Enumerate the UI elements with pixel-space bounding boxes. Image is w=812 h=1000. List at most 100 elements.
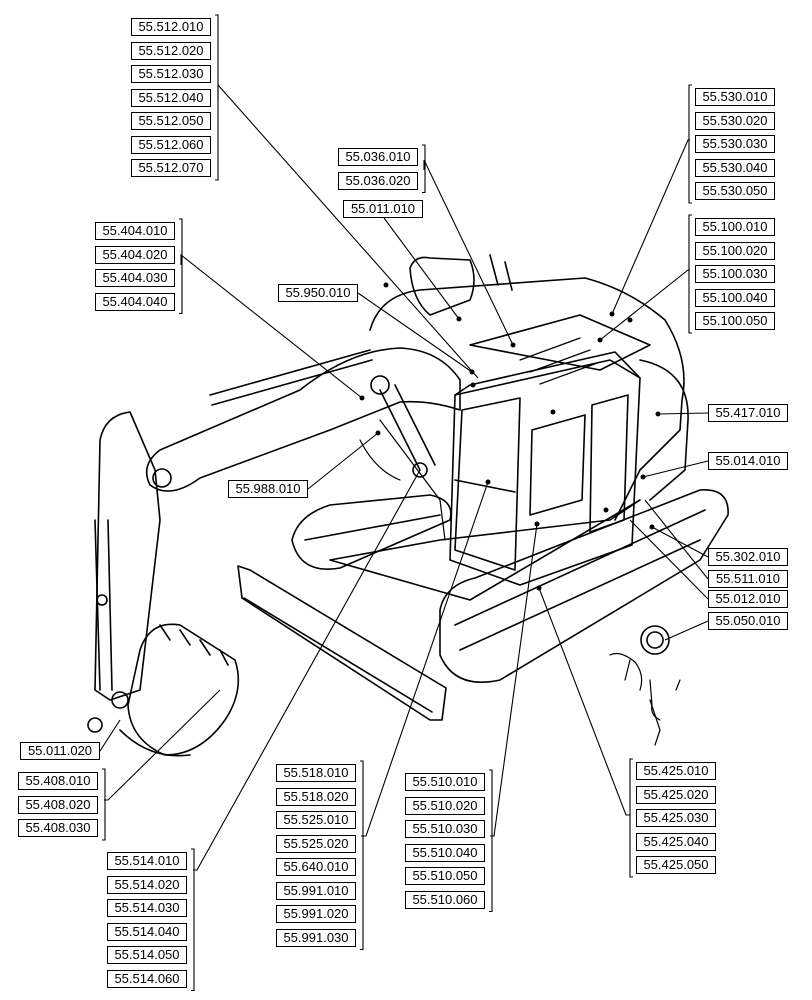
part-number-label: 55.510.020 [405, 796, 485, 815]
leader-line [104, 689, 221, 801]
part-number-label: 55.530.020 [695, 111, 775, 130]
engine-hood [469, 314, 651, 371]
part-number-label: 55.514.010 [107, 852, 187, 870]
part-number-label: 55.512.010 [131, 18, 211, 36]
boom-cylinder [209, 349, 373, 406]
leader-line [538, 587, 630, 816]
part-number-label: 55.408.030 [18, 819, 98, 837]
part-number-label: 55.530.030 [695, 135, 775, 153]
part-number-label: 55.518.020 [276, 787, 356, 806]
callout-bracket [688, 214, 692, 334]
part-number-label: 55.510.040 [405, 843, 485, 862]
callout-bracket [489, 769, 493, 913]
part-number-label: 55.050.010 [708, 612, 788, 630]
bucket [127, 623, 240, 756]
part-number-label: 55.525.010 [276, 811, 356, 829]
part-number-label: 55.014.010 [708, 452, 788, 470]
leader-line [361, 481, 489, 837]
cab-body [449, 359, 641, 586]
callout-bracket [688, 84, 692, 204]
part-number-label: 55.100.050 [695, 312, 775, 330]
part-number-label: 55.530.050 [695, 182, 775, 200]
dozer-blade [237, 565, 447, 721]
part-number-label: 55.404.030 [95, 269, 175, 287]
part-number-label: 55.404.040 [95, 292, 175, 311]
part-number-label: 55.512.050 [131, 112, 211, 130]
leader-line [383, 217, 460, 320]
part-number-label: 55.514.050 [107, 946, 187, 964]
part-number-label: 55.100.030 [695, 265, 775, 283]
part-number-label: 55.011.020 [20, 742, 100, 760]
leader-line [180, 253, 363, 399]
part-number-label: 55.100.010 [695, 218, 775, 236]
leader-line [423, 159, 514, 346]
part-number-label: 55.036.010 [338, 148, 418, 166]
part-number-label: 55.512.020 [131, 41, 211, 60]
part-number-label: 55.510.010 [405, 773, 485, 791]
part-number-label: 55.404.020 [95, 245, 175, 264]
part-number-label: 55.514.020 [107, 875, 187, 894]
cab-roof [454, 351, 641, 396]
cab-front-window [454, 397, 521, 571]
part-number-label: 55.514.060 [107, 969, 187, 988]
part-number-label: 55.512.060 [131, 135, 211, 154]
part-number-label: 55.512.030 [131, 65, 211, 83]
callout-bracket [179, 218, 183, 315]
callout-bracket [360, 760, 364, 951]
part-number-label: 55.512.040 [131, 88, 211, 107]
part-number-label: 55.530.010 [695, 88, 775, 106]
part-number-label: 55.988.010 [228, 480, 308, 498]
leader-line [357, 292, 473, 373]
dozer-blade-edge [243, 597, 433, 713]
upper-structure [369, 277, 685, 521]
leader-line [611, 139, 690, 315]
part-number-label: 55.518.010 [276, 764, 356, 782]
right-track [439, 489, 729, 684]
operator-seat [409, 256, 475, 316]
part-number-label: 55.302.010 [708, 548, 788, 566]
callout-bracket [191, 848, 195, 992]
part-number-label: 55.511.010 [708, 570, 788, 588]
part-number-label: 55.404.010 [95, 222, 175, 240]
leader-line [642, 460, 709, 478]
part-number-label: 55.525.020 [276, 834, 356, 853]
leader-line [193, 469, 421, 871]
part-number-label: 55.036.020 [338, 171, 418, 190]
part-number-label: 55.100.040 [695, 288, 775, 307]
part-number-label: 55.510.050 [405, 867, 485, 885]
callout-bracket [629, 758, 633, 878]
callout-bracket [102, 768, 106, 841]
part-number-label: 55.408.010 [18, 772, 98, 790]
part-number-label: 55.100.020 [695, 241, 775, 260]
part-number-label: 55.512.070 [131, 159, 211, 177]
part-number-label: 55.991.030 [276, 928, 356, 947]
part-number-label: 55.530.040 [695, 158, 775, 177]
part-number-label: 55.425.030 [636, 809, 716, 827]
cable-reel [640, 625, 670, 655]
part-number-label: 55.417.010 [708, 404, 788, 422]
part-number-label: 55.011.010 [343, 200, 423, 218]
part-number-label: 55.950.010 [278, 284, 358, 302]
part-number-label: 55.425.040 [636, 832, 716, 851]
leader-line [99, 719, 121, 752]
boom-foot-cylinder [379, 384, 436, 471]
part-number-label: 55.510.030 [405, 820, 485, 838]
counterweight [639, 359, 689, 501]
bucket-teeth [159, 624, 229, 666]
part-number-label: 55.991.020 [276, 905, 356, 923]
part-number-label: 55.514.030 [107, 899, 187, 917]
leader-line [657, 412, 709, 415]
callout-bracket [422, 144, 426, 194]
part-number-label: 55.425.020 [636, 785, 716, 804]
part-number-label: 55.425.050 [636, 856, 716, 874]
cable-harness [609, 652, 681, 721]
leader-line [490, 523, 538, 837]
cab-door-window [529, 414, 586, 516]
leader-line [644, 499, 709, 580]
leader-line [217, 83, 479, 379]
leader-line [629, 519, 709, 600]
boom [145, 347, 461, 492]
leader-line [307, 432, 379, 490]
